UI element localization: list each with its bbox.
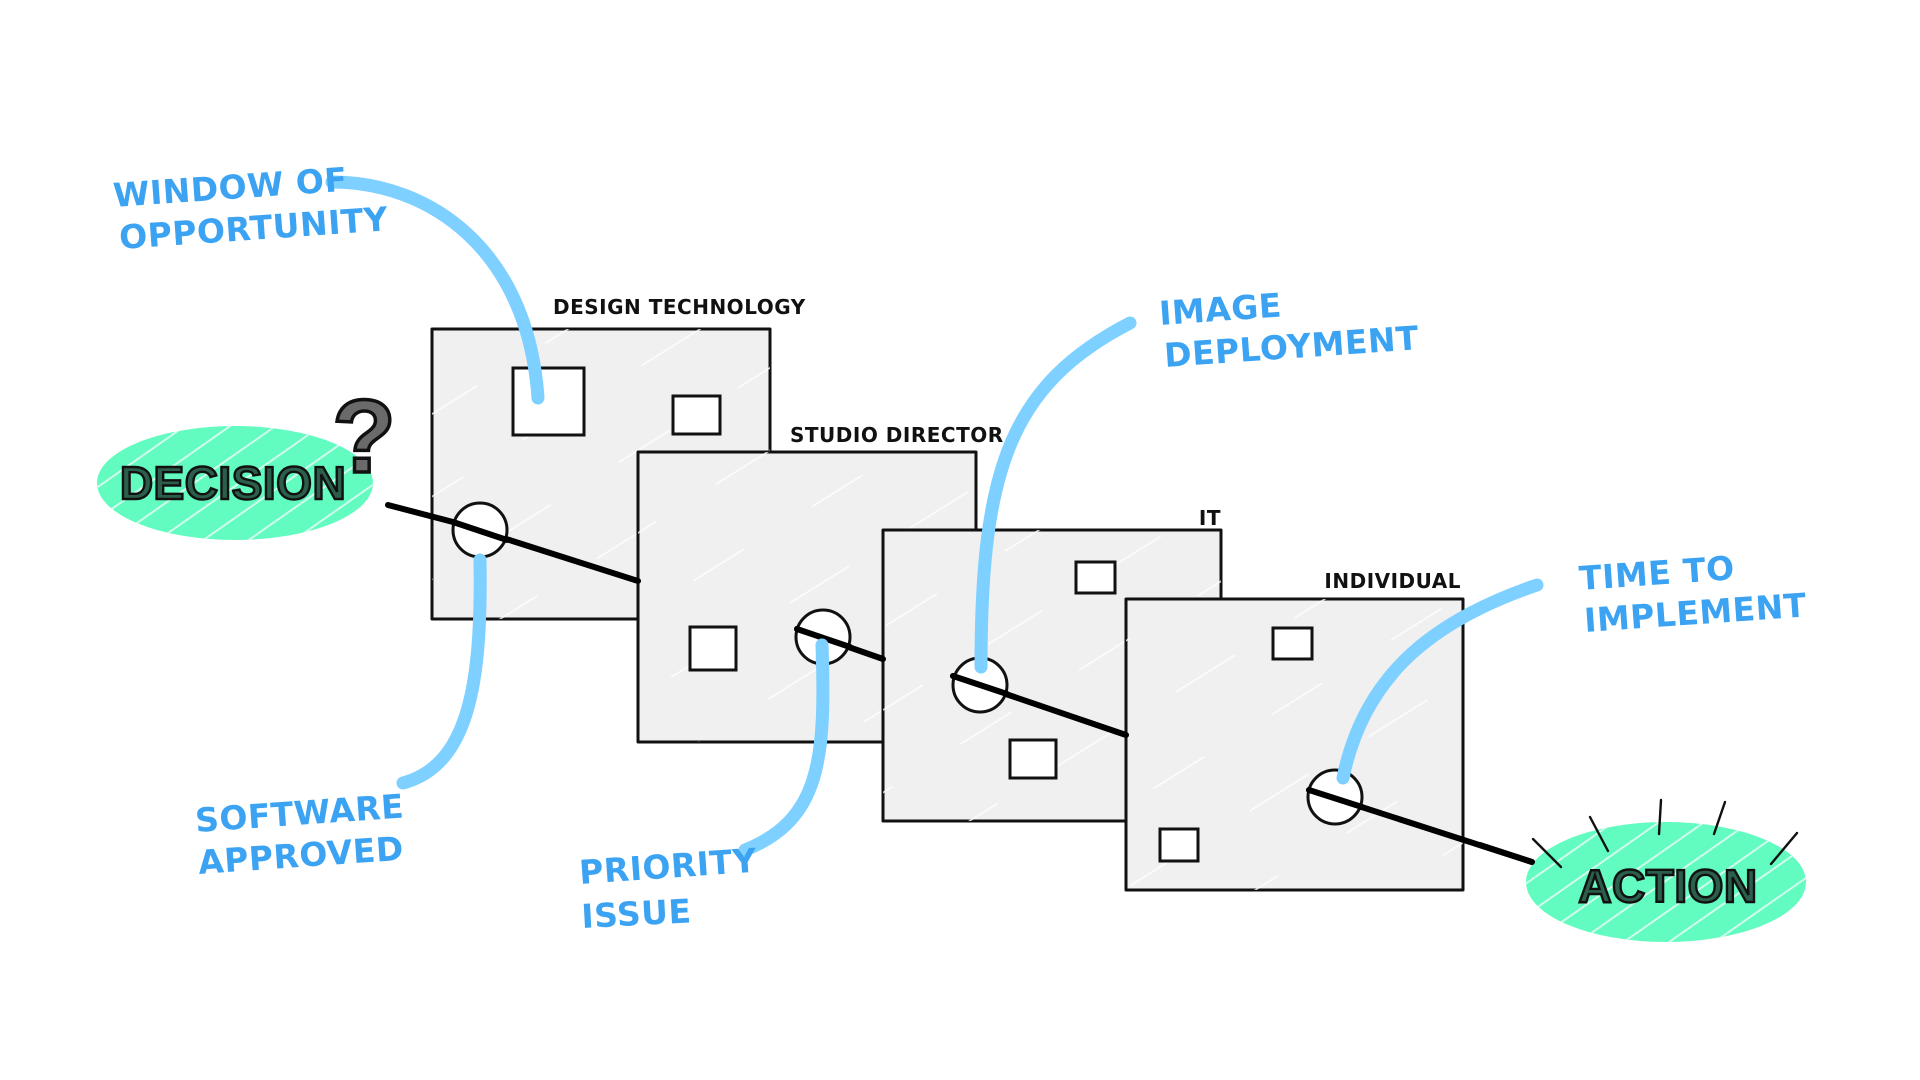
callout-text-line: TIME TO xyxy=(1578,548,1736,598)
panel-label: STUDIO DIRECTOR xyxy=(790,423,1004,447)
panel-window xyxy=(1008,738,1058,780)
callout-text-line: PRIORITY xyxy=(578,841,759,892)
panel-window xyxy=(1074,560,1117,595)
panel-individual: INDIVIDUAL xyxy=(1124,569,1465,892)
panel-label: INDIVIDUAL xyxy=(1324,569,1461,593)
connector-segment xyxy=(794,626,853,650)
connector-segment xyxy=(450,519,510,543)
callout-image-deployment: IMAGE DEPLOYMENT xyxy=(1158,286,1420,375)
decision-node: DECISION ? xyxy=(97,377,398,540)
panel-window xyxy=(511,366,586,437)
panel-window xyxy=(1158,827,1200,863)
connector-segment xyxy=(950,673,1010,697)
callout-line-time-to-implement xyxy=(1336,578,1544,785)
decision-blob-hatch xyxy=(97,426,373,540)
callout-priority-issue: PRIORITY ISSUE xyxy=(578,841,759,936)
emphasis-rays-icon xyxy=(1531,798,1799,869)
action-label: ACTION xyxy=(1578,860,1757,912)
panel-label: DESIGN TECHNOLOGY xyxy=(553,295,806,319)
decision-label: DECISION xyxy=(120,457,346,509)
connector-segment xyxy=(1477,842,1535,865)
panel-window xyxy=(1271,626,1314,661)
connector-segment xyxy=(385,502,456,525)
callout-lines xyxy=(325,175,1544,857)
panel-nodes xyxy=(450,501,1365,826)
question-mark-icon: ? xyxy=(332,379,396,495)
connector-segment xyxy=(1306,787,1365,810)
panel-window xyxy=(688,625,738,672)
panel-window xyxy=(671,394,722,436)
callout-line-image-deployment xyxy=(974,316,1137,674)
callout-window-of-opportunity: WINDOW OF OPPORTUNITY xyxy=(112,160,390,257)
panel-label: IT xyxy=(1199,506,1221,530)
callout-line-priority-issue xyxy=(738,638,830,857)
callout-text-line: IMAGE xyxy=(1158,286,1283,333)
callout-text-line: ISSUE xyxy=(580,891,692,936)
action-node: ACTION xyxy=(1477,798,1806,942)
action-blob-hatch xyxy=(1526,822,1806,942)
callout-software-approved: SOFTWARE APPROVED xyxy=(194,786,406,882)
callout-line-software-approved xyxy=(396,553,487,790)
callout-line-window-of-opportunity xyxy=(325,175,545,405)
callout-time-to-implement: TIME TO IMPLEMENT xyxy=(1578,548,1808,640)
